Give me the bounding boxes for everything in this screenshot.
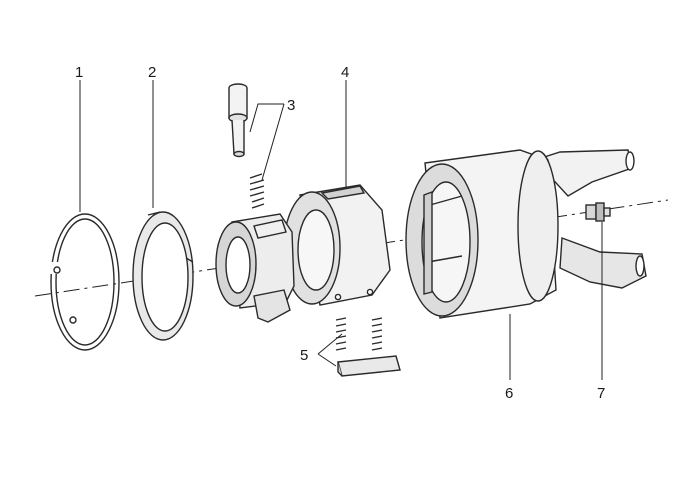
callout-7: 7 bbox=[597, 385, 605, 402]
inner-hub bbox=[215, 213, 295, 323]
leader-line-5a bbox=[317, 333, 343, 355]
part-6-yoke-housing bbox=[405, 149, 647, 319]
callout-6: 6 bbox=[505, 385, 513, 402]
part-3-pin-and-spring bbox=[228, 83, 265, 209]
callout-5: 5 bbox=[300, 347, 308, 364]
callout-4: 4 bbox=[341, 64, 349, 81]
part-5-springs-and-key bbox=[335, 317, 401, 377]
part-4-collar bbox=[283, 184, 391, 306]
leader-line-5b bbox=[317, 353, 337, 367]
part-2-support-ring bbox=[132, 211, 194, 341]
callout-3: 3 bbox=[287, 97, 295, 114]
leader-line-3a bbox=[249, 103, 284, 133]
part-7-grease-nipple bbox=[585, 202, 611, 222]
callout-1: 1 bbox=[75, 64, 83, 81]
callout-2: 2 bbox=[148, 64, 156, 81]
part-1-circlip bbox=[44, 213, 120, 351]
leader-line-3b bbox=[261, 103, 285, 181]
